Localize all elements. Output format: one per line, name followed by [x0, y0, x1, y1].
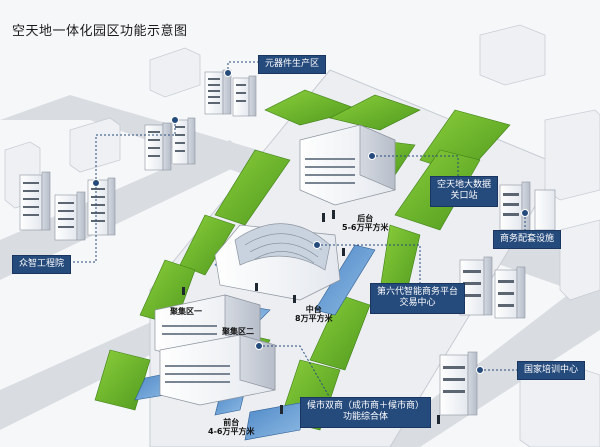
mid-stage-area: 8万平方米: [295, 314, 333, 324]
front-stage-label: 前台 4-6万平方米: [208, 418, 254, 436]
middle-stage-building: [214, 223, 341, 301]
callout-trading-center: 第六代智能商务平台 交易中心: [370, 283, 466, 314]
mid-stage-title: 中台: [305, 305, 322, 314]
callout-bigdata-gateway: 空天地大数据 关口站: [430, 176, 499, 207]
cluster-two-label: 聚集区二: [222, 327, 254, 336]
back-stage-label: 后台 5-6万平方米: [342, 214, 388, 232]
front-stage-buildings: [154, 294, 276, 406]
callout-incubator-label: 众智工程院: [19, 259, 65, 269]
callout-components-zone: 元器件生产区: [258, 55, 327, 75]
front-stage-area: 4-6万平方米: [208, 427, 255, 437]
back-stage-building: [299, 124, 396, 206]
cluster-one-label: 聚集区一: [170, 307, 202, 316]
tower-windows: [23, 78, 519, 393]
callout-twin-market-line1: 候市双商（成市商＋候市商）: [307, 401, 425, 411]
diagram-title: 空天地一体化园区功能示意图: [12, 24, 188, 39]
callout-twin-market: 候市双商（成市商＋候市商） 功能综合体: [300, 397, 432, 428]
callout-twin-market-line2: 功能综合体: [343, 412, 389, 423]
mid-stage-label: 中台 8万平方米: [295, 305, 333, 323]
callout-anchor-dots: [92, 69, 529, 374]
callout-training-label: 国家培训中心: [524, 365, 579, 375]
callout-business-support-label: 商务配套设施: [500, 234, 555, 244]
front-stage-title: 前台: [223, 418, 240, 427]
callout-bigdata-line2: 关口站: [450, 191, 478, 202]
callout-trading-line2: 交易中心: [399, 298, 436, 309]
back-stage-title: 后台: [357, 214, 374, 223]
callout-components-label: 元器件生产区: [265, 59, 320, 69]
callout-training-center: 国家培训中心: [517, 361, 586, 381]
callout-incubator: 众智工程院: [12, 255, 72, 275]
background-buildings: [4, 24, 600, 447]
callout-business-support: 商务配套设施: [493, 230, 562, 250]
callout-bigdata-line1: 空天地大数据: [437, 180, 492, 190]
callout-trading-line1: 第六代智能商务平台: [377, 287, 459, 297]
tower-blocks: [19, 69, 556, 416]
people-figures: [182, 210, 440, 424]
back-stage-area: 5-6万平方米: [342, 223, 389, 233]
